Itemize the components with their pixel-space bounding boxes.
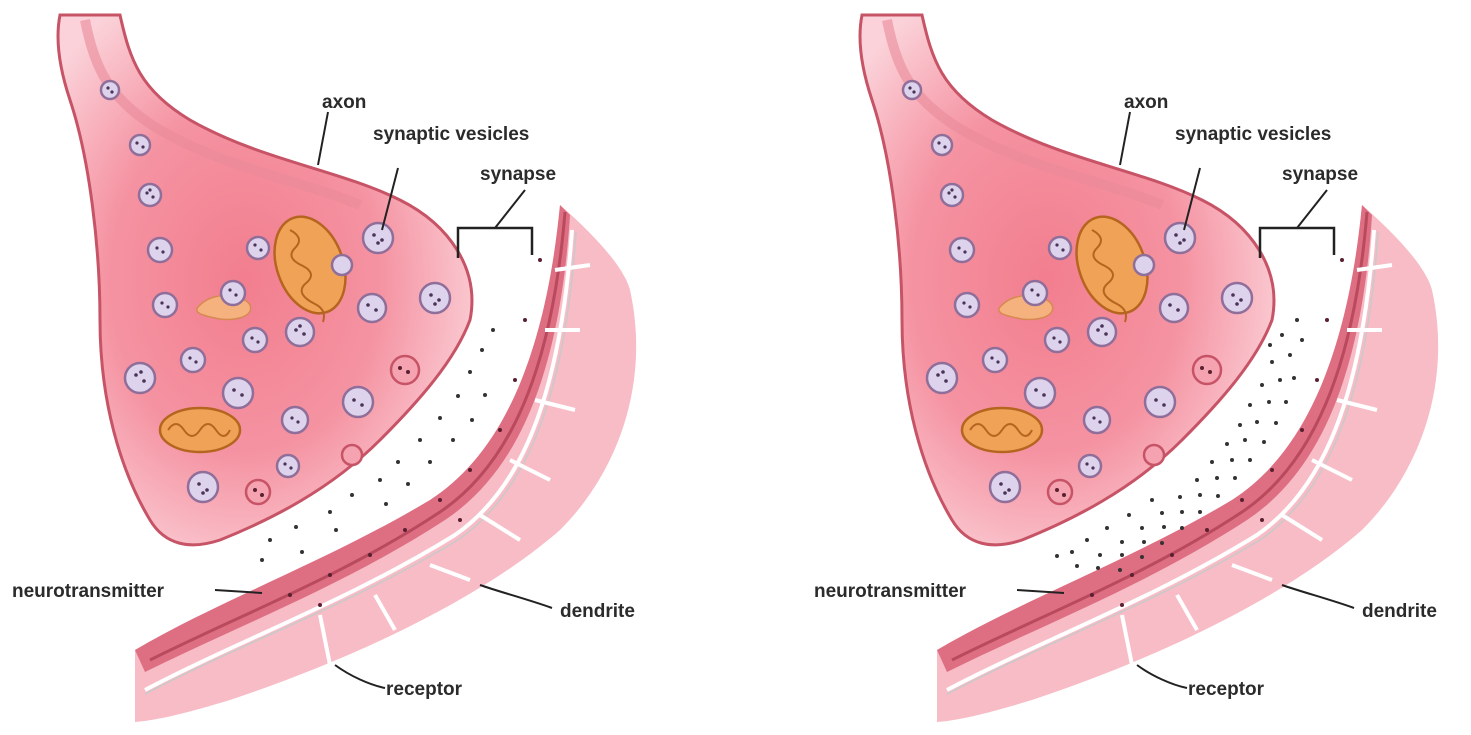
label-axon: axon <box>1124 92 1168 113</box>
label-receptor: receptor <box>1188 679 1265 700</box>
label-neurotransmitter: neurotransmitter <box>12 581 165 602</box>
label-synapse: synapse <box>1282 164 1358 185</box>
label-synaptic-vesicles: synaptic vesicles <box>373 124 529 145</box>
label-synapse: synapse <box>480 164 556 185</box>
label-dendrite: dendrite <box>560 601 635 622</box>
label-receptor: receptor <box>386 679 463 700</box>
label-dendrite: dendrite <box>1362 601 1437 622</box>
label-neurotransmitter: neurotransmitter <box>814 581 967 602</box>
panel-right: axon synaptic vesicles synapse neurotran… <box>814 15 1438 722</box>
label-axon: axon <box>322 92 366 113</box>
panel-left: axon synaptic vesicles synapse neurotran… <box>12 15 636 722</box>
label-synaptic-vesicles: synaptic vesicles <box>1175 124 1331 145</box>
